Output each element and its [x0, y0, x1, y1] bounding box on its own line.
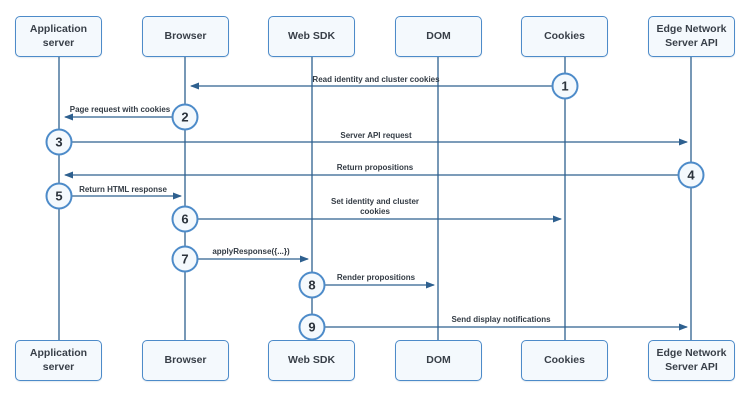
- step-circle-7: 7: [171, 245, 199, 273]
- message-label-set-identity-and-cluster-cookies: Set identity and cluster cookies: [330, 196, 420, 216]
- step-number: 4: [687, 167, 695, 183]
- actor-box-application-server-bottom: Application server: [15, 340, 102, 381]
- step-number: 3: [55, 134, 63, 150]
- step-number: 8: [308, 277, 316, 293]
- actor-box-cookies-top: Cookies: [521, 16, 608, 57]
- actor-box-web-sdk-bottom: Web SDK: [268, 340, 355, 381]
- actor-label: DOM: [426, 29, 451, 42]
- message-label-send-display-notifications: Send display notifications: [451, 315, 551, 324]
- actor-box-edge-network-server-api-top: Edge Network Server API: [648, 16, 735, 57]
- step-circle-8: 8: [298, 271, 326, 299]
- step-circle-6: 6: [171, 205, 199, 233]
- step-number: 9: [308, 319, 316, 335]
- actor-box-edge-network-server-api-bottom: Edge Network Server API: [648, 340, 735, 381]
- actor-box-browser-top: Browser: [142, 16, 229, 57]
- message-label-apply-response: applyResponse({...}): [212, 247, 290, 256]
- actor-box-dom-bottom: DOM: [395, 340, 482, 381]
- step-circle-3: 3: [45, 128, 73, 156]
- step-circle-1: 1: [551, 72, 579, 100]
- actor-label: Edge Network Server API: [656, 347, 727, 373]
- step-number: 7: [181, 251, 189, 267]
- message-label-page-request-with-cookies: Page request with cookies: [69, 105, 171, 114]
- actor-box-browser-bottom: Browser: [142, 340, 229, 381]
- step-number: 2: [181, 109, 189, 125]
- message-label-return-html-response: Return HTML response: [79, 185, 167, 194]
- message-label-return-propositions: Return propositions: [336, 163, 414, 172]
- actor-label: Application server: [29, 23, 88, 49]
- step-circle-4: 4: [677, 161, 705, 189]
- actor-label: Browser: [164, 29, 207, 42]
- actor-label: Cookies: [544, 353, 585, 366]
- message-label-read-identity-and-cluster-cookies: Read identity and cluster cookies: [312, 75, 440, 84]
- step-circle-9: 9: [298, 313, 326, 341]
- step-number: 1: [561, 78, 569, 94]
- actor-label: DOM: [426, 353, 451, 366]
- actor-label: Web SDK: [287, 353, 336, 366]
- step-circle-2: 2: [171, 103, 199, 131]
- actor-label: Edge Network Server API: [656, 23, 727, 49]
- message-label-render-propositions: Render propositions: [336, 273, 416, 282]
- step-number: 6: [181, 211, 189, 227]
- step-circle-5: 5: [45, 182, 73, 210]
- message-label-server-api-request: Server API request: [340, 131, 412, 140]
- actor-box-application-server-top: Application server: [15, 16, 102, 57]
- actor-box-dom-top: DOM: [395, 16, 482, 57]
- actor-box-web-sdk-top: Web SDK: [268, 16, 355, 57]
- step-number: 5: [55, 188, 63, 204]
- actor-label: Browser: [164, 353, 207, 366]
- actor-box-cookies-bottom: Cookies: [521, 340, 608, 381]
- actor-label: Application server: [29, 347, 88, 373]
- actor-label: Web SDK: [287, 29, 336, 42]
- actor-label: Cookies: [544, 29, 585, 42]
